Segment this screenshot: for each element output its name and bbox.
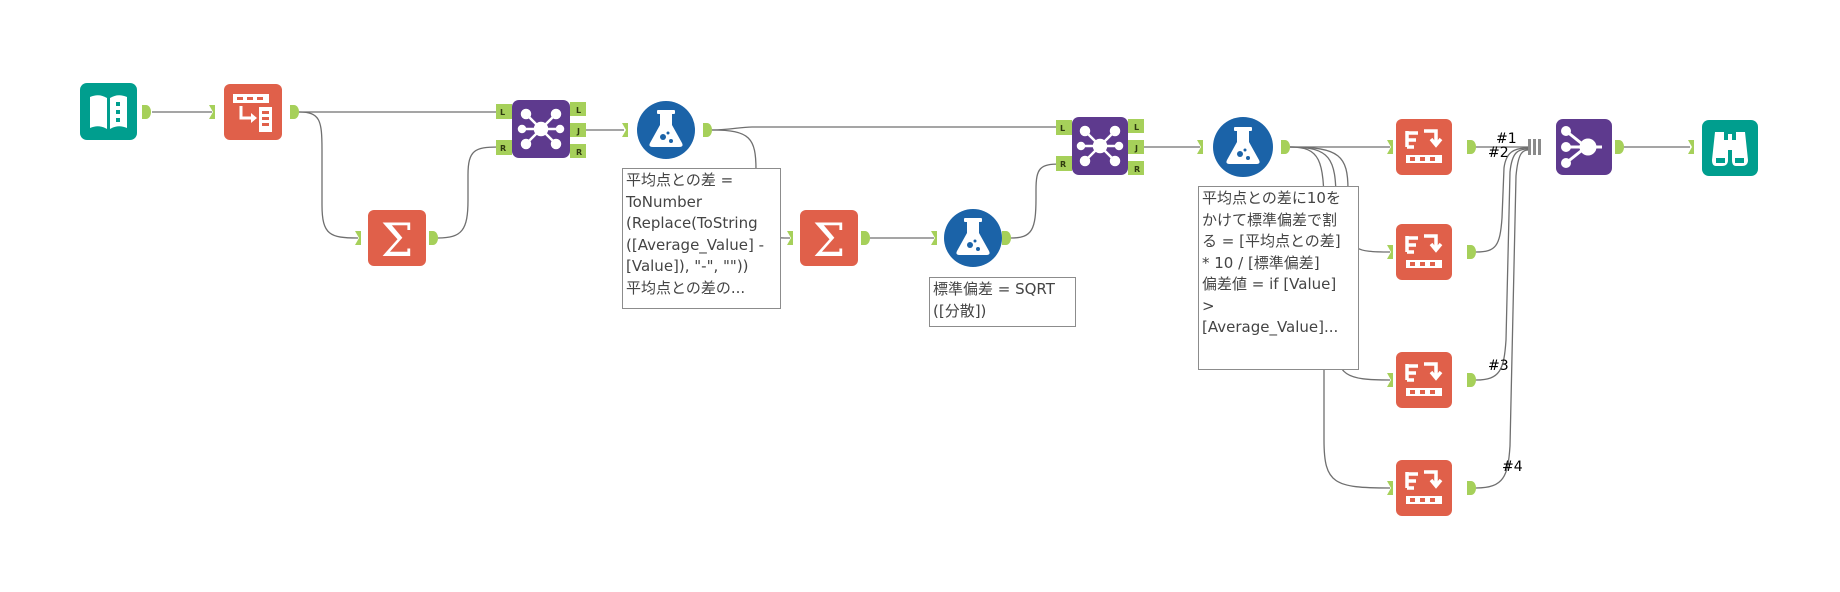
summarize-tool-2[interactable]: Σ [800,210,858,267]
annotation-line: ToNumber [626,192,703,211]
connection-wires [152,111,1690,489]
annotation-line: > [1202,296,1215,315]
join-icon [517,108,565,150]
union-label-1: #1 [1496,131,1517,147]
formula-tool-3[interactable] [1213,117,1273,177]
browse-binoculars-icon [1712,132,1748,166]
wire-formula1-join2-left [711,126,1058,131]
sort-icon [1405,129,1443,163]
sort-tool-2[interactable] [1396,224,1452,280]
join-tool-1[interactable] [512,100,570,158]
join1-out-right-label: R [576,148,582,157]
annotation-line: 平均点との差に10を [1202,189,1341,207]
join1-out-left-label: L [576,106,581,115]
annotation-line: かけて標準偏差で割 [1202,210,1338,229]
summarize-sigma-icon: Σ [381,213,414,267]
join1-left-anchor-label: L [500,108,505,117]
join2-out-right-label: R [1134,165,1140,174]
sort-tool-3[interactable] [1396,352,1452,408]
join-icon [1076,125,1124,167]
summarize-tool-1[interactable]: Σ [368,210,426,267]
union-input-labels: #1 #2 #3 #4 [1488,131,1523,475]
formula2-annotation: 標準偏差 = SQRT ([分散]) [929,277,1076,327]
wire-sort4-union [1475,149,1529,489]
browse-tool[interactable] [1702,120,1758,176]
annotation-line: ([分散]) [933,301,987,320]
wire-sort2-union [1475,147,1529,253]
sort-tool-1[interactable] [1396,119,1452,175]
select-tool[interactable] [224,84,282,140]
union-label-4: #4 [1502,459,1523,475]
union-tool[interactable] [1556,119,1612,175]
sort-icon [1405,470,1443,504]
summarize-sigma-icon: Σ [813,213,846,267]
annotation-line: (Replace(ToString [626,214,758,232]
sort-tool-4[interactable] [1396,460,1452,516]
wire-formula2-join2-right [1010,163,1061,239]
formula3-annotation: 平均点との差に10を かけて標準偏差で割 る = [平均点との差] * 10 /… [1198,186,1359,370]
annotation-line: 平均点との差の... [626,278,746,297]
input-data-icon [90,95,127,129]
join-anchor-letters: L R L J R L R L J R [500,106,1140,174]
annotation-line: 平均点との差 = [626,171,734,189]
annotation-line: 偏差値 = if [Value] [1202,275,1337,293]
wire-sort3-union [1475,148,1529,381]
select-icon [233,94,272,132]
join2-right-anchor-label: R [1060,160,1066,169]
formula-tool-1[interactable] [637,101,695,159]
join-tool-2[interactable] [1072,117,1128,175]
sort-icon [1405,234,1443,268]
annotation-line: * 10 / [標準偏差] [1202,253,1320,272]
join2-left-anchor-label: L [1060,124,1065,133]
annotation-line: ([Average_Value] - [626,235,765,254]
formula-flask-icon [1226,127,1260,164]
formula-flask-icon [956,218,990,255]
annotation-line: [Average_Value]... [1202,318,1339,336]
join1-right-anchor-label: R [500,144,506,153]
wire-summarize1-join1-right [437,146,499,239]
wire-select-summarize1 [298,111,359,239]
union-label-2: #2 [1488,145,1509,161]
union-label-3: #3 [1488,358,1509,374]
join2-out-join-label: J [1134,144,1138,153]
sort-icon [1405,362,1443,396]
connection-anchors [142,102,1694,495]
formula-tool-2[interactable] [944,209,1002,267]
annotation-line: [Value]), "-", "")) [626,257,749,275]
union-icon [1561,126,1602,168]
wire-formula3-sort4 [1289,146,1391,489]
join1-out-join-label: J [576,127,580,136]
annotation-line: 標準偏差 = SQRT [933,280,1055,298]
input-data-tool[interactable] [80,83,137,140]
annotation-line: る = [平均点との差] [1202,232,1341,250]
formula-flask-icon [649,110,683,147]
join2-out-left-label: L [1134,123,1139,132]
formula1-annotation: 平均点との差 = ToNumber (Replace(ToString ([Av… [622,168,781,309]
